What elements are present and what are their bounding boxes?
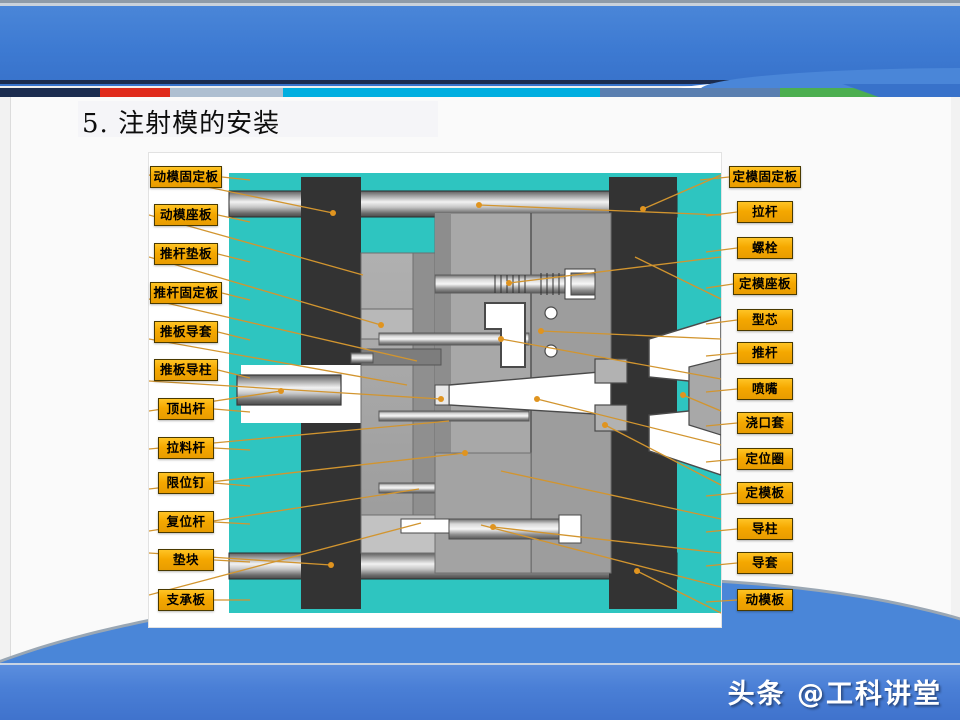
title-highlight [78, 101, 438, 137]
stripe-red [100, 88, 170, 97]
callout-xianweiding[interactable]: 限位钉 [158, 472, 214, 494]
header-top-edge-light [0, 3, 960, 6]
callout-tuiban-daotao[interactable]: 推板导套 [154, 321, 218, 343]
callout-laliaogan[interactable]: 拉料杆 [158, 437, 214, 459]
callout-dingchugan[interactable]: 顶出杆 [158, 398, 214, 420]
callout-luoshuan[interactable]: 螺栓 [737, 237, 793, 259]
callout-daozhu[interactable]: 导柱 [737, 518, 793, 540]
callout-dingweiquan[interactable]: 定位圈 [737, 448, 793, 470]
callout-lagan[interactable]: 拉杆 [737, 201, 793, 223]
bottom-blue-band [0, 663, 960, 720]
watermark-text: 头条 @工科讲堂 [727, 679, 942, 710]
callout-dongmo-gudingban[interactable]: 动模固定板 [150, 166, 222, 188]
page-title: 5. 注射模的安装 [82, 109, 281, 139]
callout-penzui[interactable]: 喷嘴 [737, 378, 793, 400]
callout-dingmoban[interactable]: 定模板 [737, 482, 793, 504]
mold-assembly-diagram [148, 152, 722, 628]
header-top-edge [0, 0, 960, 5]
callout-tuigan-gudingban[interactable]: 推杆固定板 [150, 282, 222, 304]
callout-daotao[interactable]: 导套 [737, 552, 793, 574]
mold-cross-section-svg [149, 153, 721, 627]
callout-zhichengban[interactable]: 支承板 [158, 589, 214, 611]
stripe-cyan [283, 88, 600, 97]
stripe-light-blue [170, 88, 283, 97]
callout-dingmo-zuoban[interactable]: 定模座板 [733, 273, 797, 295]
callout-dingmo-gudingban[interactable]: 定模固定板 [729, 166, 801, 188]
callout-tuigan-dianban[interactable]: 推杆垫板 [154, 243, 218, 265]
callout-dianqkuai[interactable]: 垫块 [158, 549, 214, 571]
callout-fuweigan[interactable]: 复位杆 [158, 511, 214, 533]
callout-tuiban-daozhu[interactable]: 推板导柱 [154, 359, 218, 381]
stripe-steel [600, 88, 780, 97]
callout-tuigan[interactable]: 推杆 [737, 342, 793, 364]
header-dark-rule [0, 80, 960, 84]
callout-dongmoban[interactable]: 动模板 [737, 589, 793, 611]
stripe-navy [0, 88, 100, 97]
callout-dongmo-zuoban[interactable]: 动模座板 [154, 204, 218, 226]
callout-xingxin[interactable]: 型芯 [737, 309, 793, 331]
callout-jiaokoutao[interactable]: 浇口套 [737, 412, 793, 434]
